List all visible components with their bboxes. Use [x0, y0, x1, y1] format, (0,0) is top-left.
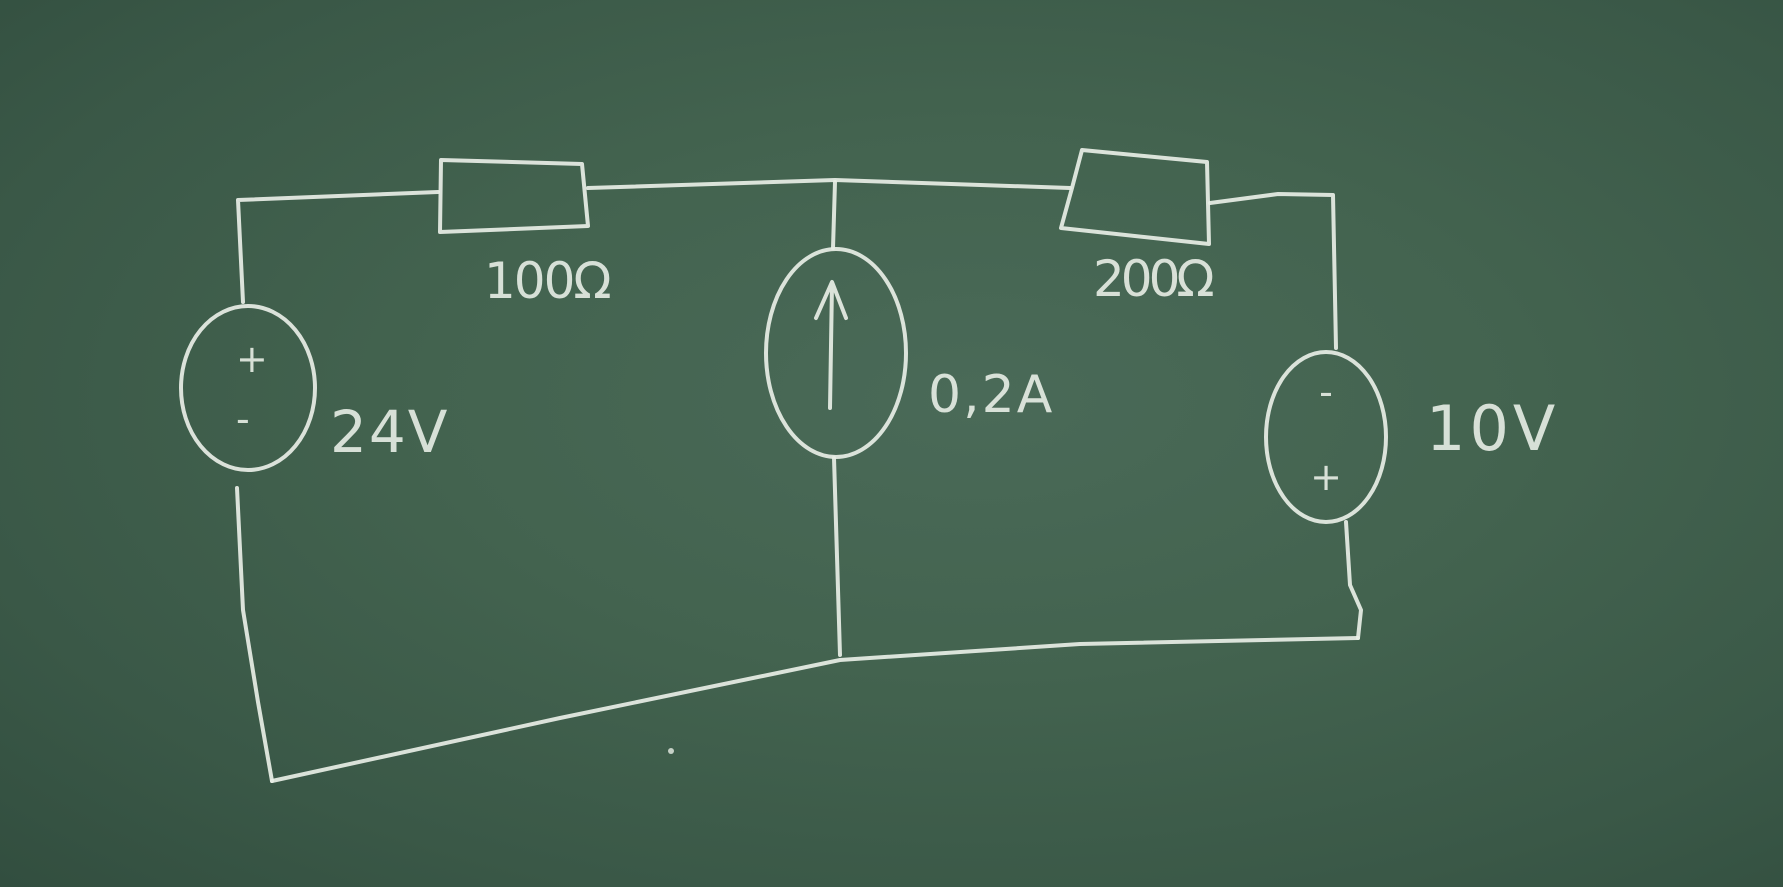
voltage-source-left-plus: +: [236, 337, 268, 381]
resistor-left-label: 100Ω: [484, 252, 610, 310]
voltage-source-left-circle: [179, 304, 317, 472]
chalk-dot: [668, 748, 674, 754]
current-source-circle: [764, 247, 908, 459]
voltage-source-right-circle: [1264, 350, 1388, 524]
voltage-source-left-minus: -: [236, 397, 250, 441]
wire-bottom: [270, 636, 1360, 783]
voltage-source-left: + -: [179, 304, 317, 472]
voltage-source-left-label: 24V: [330, 398, 449, 466]
resistor-right-body: [1059, 148, 1211, 246]
resistor-left-body: [438, 158, 590, 234]
voltage-source-right: - +: [1264, 350, 1388, 524]
wire-current-source-bottom: [832, 456, 842, 657]
wire-left-top: [236, 190, 440, 304]
wire-right-top: [1208, 192, 1338, 350]
wire-right-bottom: [1344, 520, 1363, 640]
wire-left-bottom: [235, 486, 274, 783]
voltage-source-right-label: 10V: [1426, 392, 1559, 465]
current-source: [764, 247, 908, 459]
resistor-left: [438, 158, 590, 234]
wire-current-source-top: [831, 180, 837, 250]
resistor-right-label: 200Ω: [1093, 250, 1213, 308]
resistor-right: [1059, 148, 1211, 246]
current-source-arrow-icon: [814, 280, 848, 410]
voltage-source-right-minus: -: [1319, 370, 1333, 414]
wires: [235, 178, 1363, 783]
current-source-label: 0,2A: [928, 365, 1054, 425]
voltage-source-right-plus: +: [1310, 455, 1342, 499]
wire-top-middle: [586, 178, 1072, 190]
